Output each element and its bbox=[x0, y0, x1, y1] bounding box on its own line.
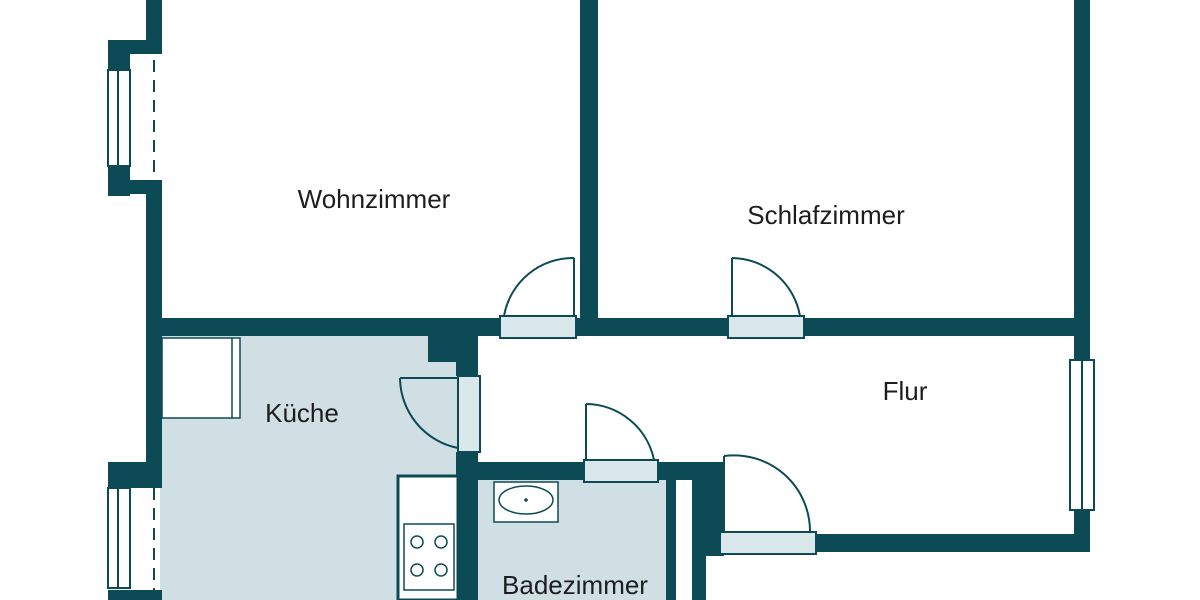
door-swing-bedroom bbox=[731, 257, 801, 317]
door-swing-kitchen bbox=[399, 377, 459, 449]
wall-bath-right-1 bbox=[666, 462, 676, 600]
stove-top bbox=[403, 523, 455, 591]
left-kitchen-window-recess bbox=[108, 462, 162, 488]
wall-hall-bottom-2 bbox=[814, 534, 1090, 552]
left-window-recess-side-top bbox=[108, 40, 130, 70]
label-kueche: Küche bbox=[265, 398, 339, 428]
left-wall-top bbox=[146, 0, 162, 52]
kitchen-chimney-block bbox=[428, 336, 458, 362]
label-flur: Flur bbox=[883, 376, 928, 406]
doors bbox=[399, 256, 817, 555]
stove-burner bbox=[410, 563, 424, 577]
door-sill-bathroom bbox=[583, 459, 659, 483]
stove-burner bbox=[410, 535, 424, 549]
stove-burner bbox=[434, 535, 448, 549]
walls bbox=[108, 0, 1090, 600]
wall-hall-bottom-left bbox=[706, 462, 724, 552]
fixtures bbox=[161, 337, 559, 600]
wall-living-kitchen bbox=[146, 318, 502, 336]
room-labels: Wohnzimmer Schlafzimmer Küche Flur Badez… bbox=[265, 184, 928, 600]
wall-kitchen-hall-bottom bbox=[456, 452, 478, 600]
label-badezimmer: Badezimmer bbox=[502, 570, 648, 600]
door-swing-hall-lower bbox=[723, 454, 812, 533]
stove-burner bbox=[434, 563, 448, 577]
wall-bedroom-hall bbox=[804, 318, 1090, 336]
floor-fills bbox=[160, 336, 666, 600]
door-swing-living bbox=[503, 256, 575, 317]
windows bbox=[107, 60, 1095, 590]
wall-living-hall-right bbox=[576, 318, 728, 336]
kitchen-counter bbox=[161, 337, 241, 419]
door-sill-bedroom bbox=[727, 315, 805, 339]
wall-living-bedroom bbox=[580, 0, 598, 336]
door-sill-kitchen bbox=[457, 375, 481, 453]
door-sill-hall-lower bbox=[719, 531, 817, 555]
wall-kitchen-hall-top bbox=[456, 336, 478, 376]
door-sill-living bbox=[499, 315, 577, 339]
left-wall-bottom-stub bbox=[108, 590, 162, 600]
bathroom-sink-drain bbox=[524, 498, 528, 502]
wall-hall-bath-left bbox=[476, 462, 584, 480]
wall-bath-right-2 bbox=[692, 462, 706, 600]
label-wohnzimmer: Wohnzimmer bbox=[298, 184, 451, 214]
right-wall-bedroom bbox=[1074, 0, 1090, 360]
label-schlafzimmer: Schlafzimmer bbox=[747, 200, 905, 230]
door-swing-bathroom bbox=[585, 403, 655, 461]
